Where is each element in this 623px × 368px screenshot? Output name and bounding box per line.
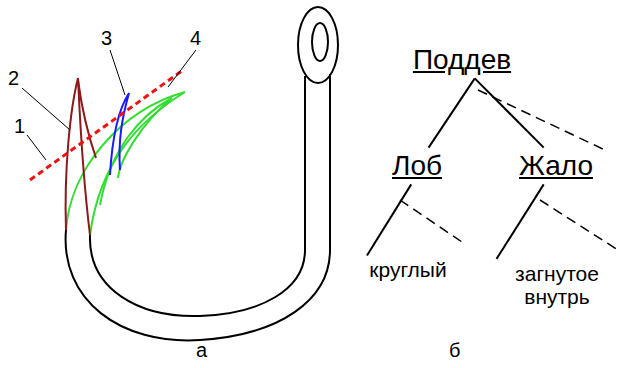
tree-branch [475,78,544,147]
node-text: Жало [519,151,593,182]
tree-node: круглый [365,256,450,283]
callout-number: 1 [14,116,25,136]
hook-eye-hole [312,23,328,61]
node-text: круглый [369,258,446,281]
node-text: загнутое внутрь [498,262,616,308]
tree-branch [429,78,475,147]
tree-branch [497,184,544,259]
point-variant-brown [66,78,90,235]
tree-branch [367,184,411,255]
figure-label: б [449,340,460,360]
dashed-branch [400,200,462,242]
node-text: Поддев [413,45,511,76]
callout-number: 2 [8,68,19,88]
callout-number: 3 [101,28,112,48]
leader-line [110,50,125,95]
point-variant-green-2 [100,98,172,205]
tree-node: загнутое внутрь [494,260,620,310]
tree-node: Жало [515,149,597,184]
hook-eye [298,7,338,83]
point-variant-brown-barb [78,80,96,158]
leader-line [168,50,196,87]
point-variant-blue [110,93,129,175]
figure-label: а [196,340,207,360]
hook-outer [66,74,330,340]
dashed-branch [540,200,618,250]
tree-node: Поддев [409,43,515,78]
leader-line [22,88,70,130]
callout-number: 4 [190,28,201,48]
dashed-branch [478,90,605,150]
axis-dashed [30,70,183,180]
node-text: Лоб [392,151,442,182]
leader-line [27,135,46,160]
tree-node: Лоб [388,149,446,184]
